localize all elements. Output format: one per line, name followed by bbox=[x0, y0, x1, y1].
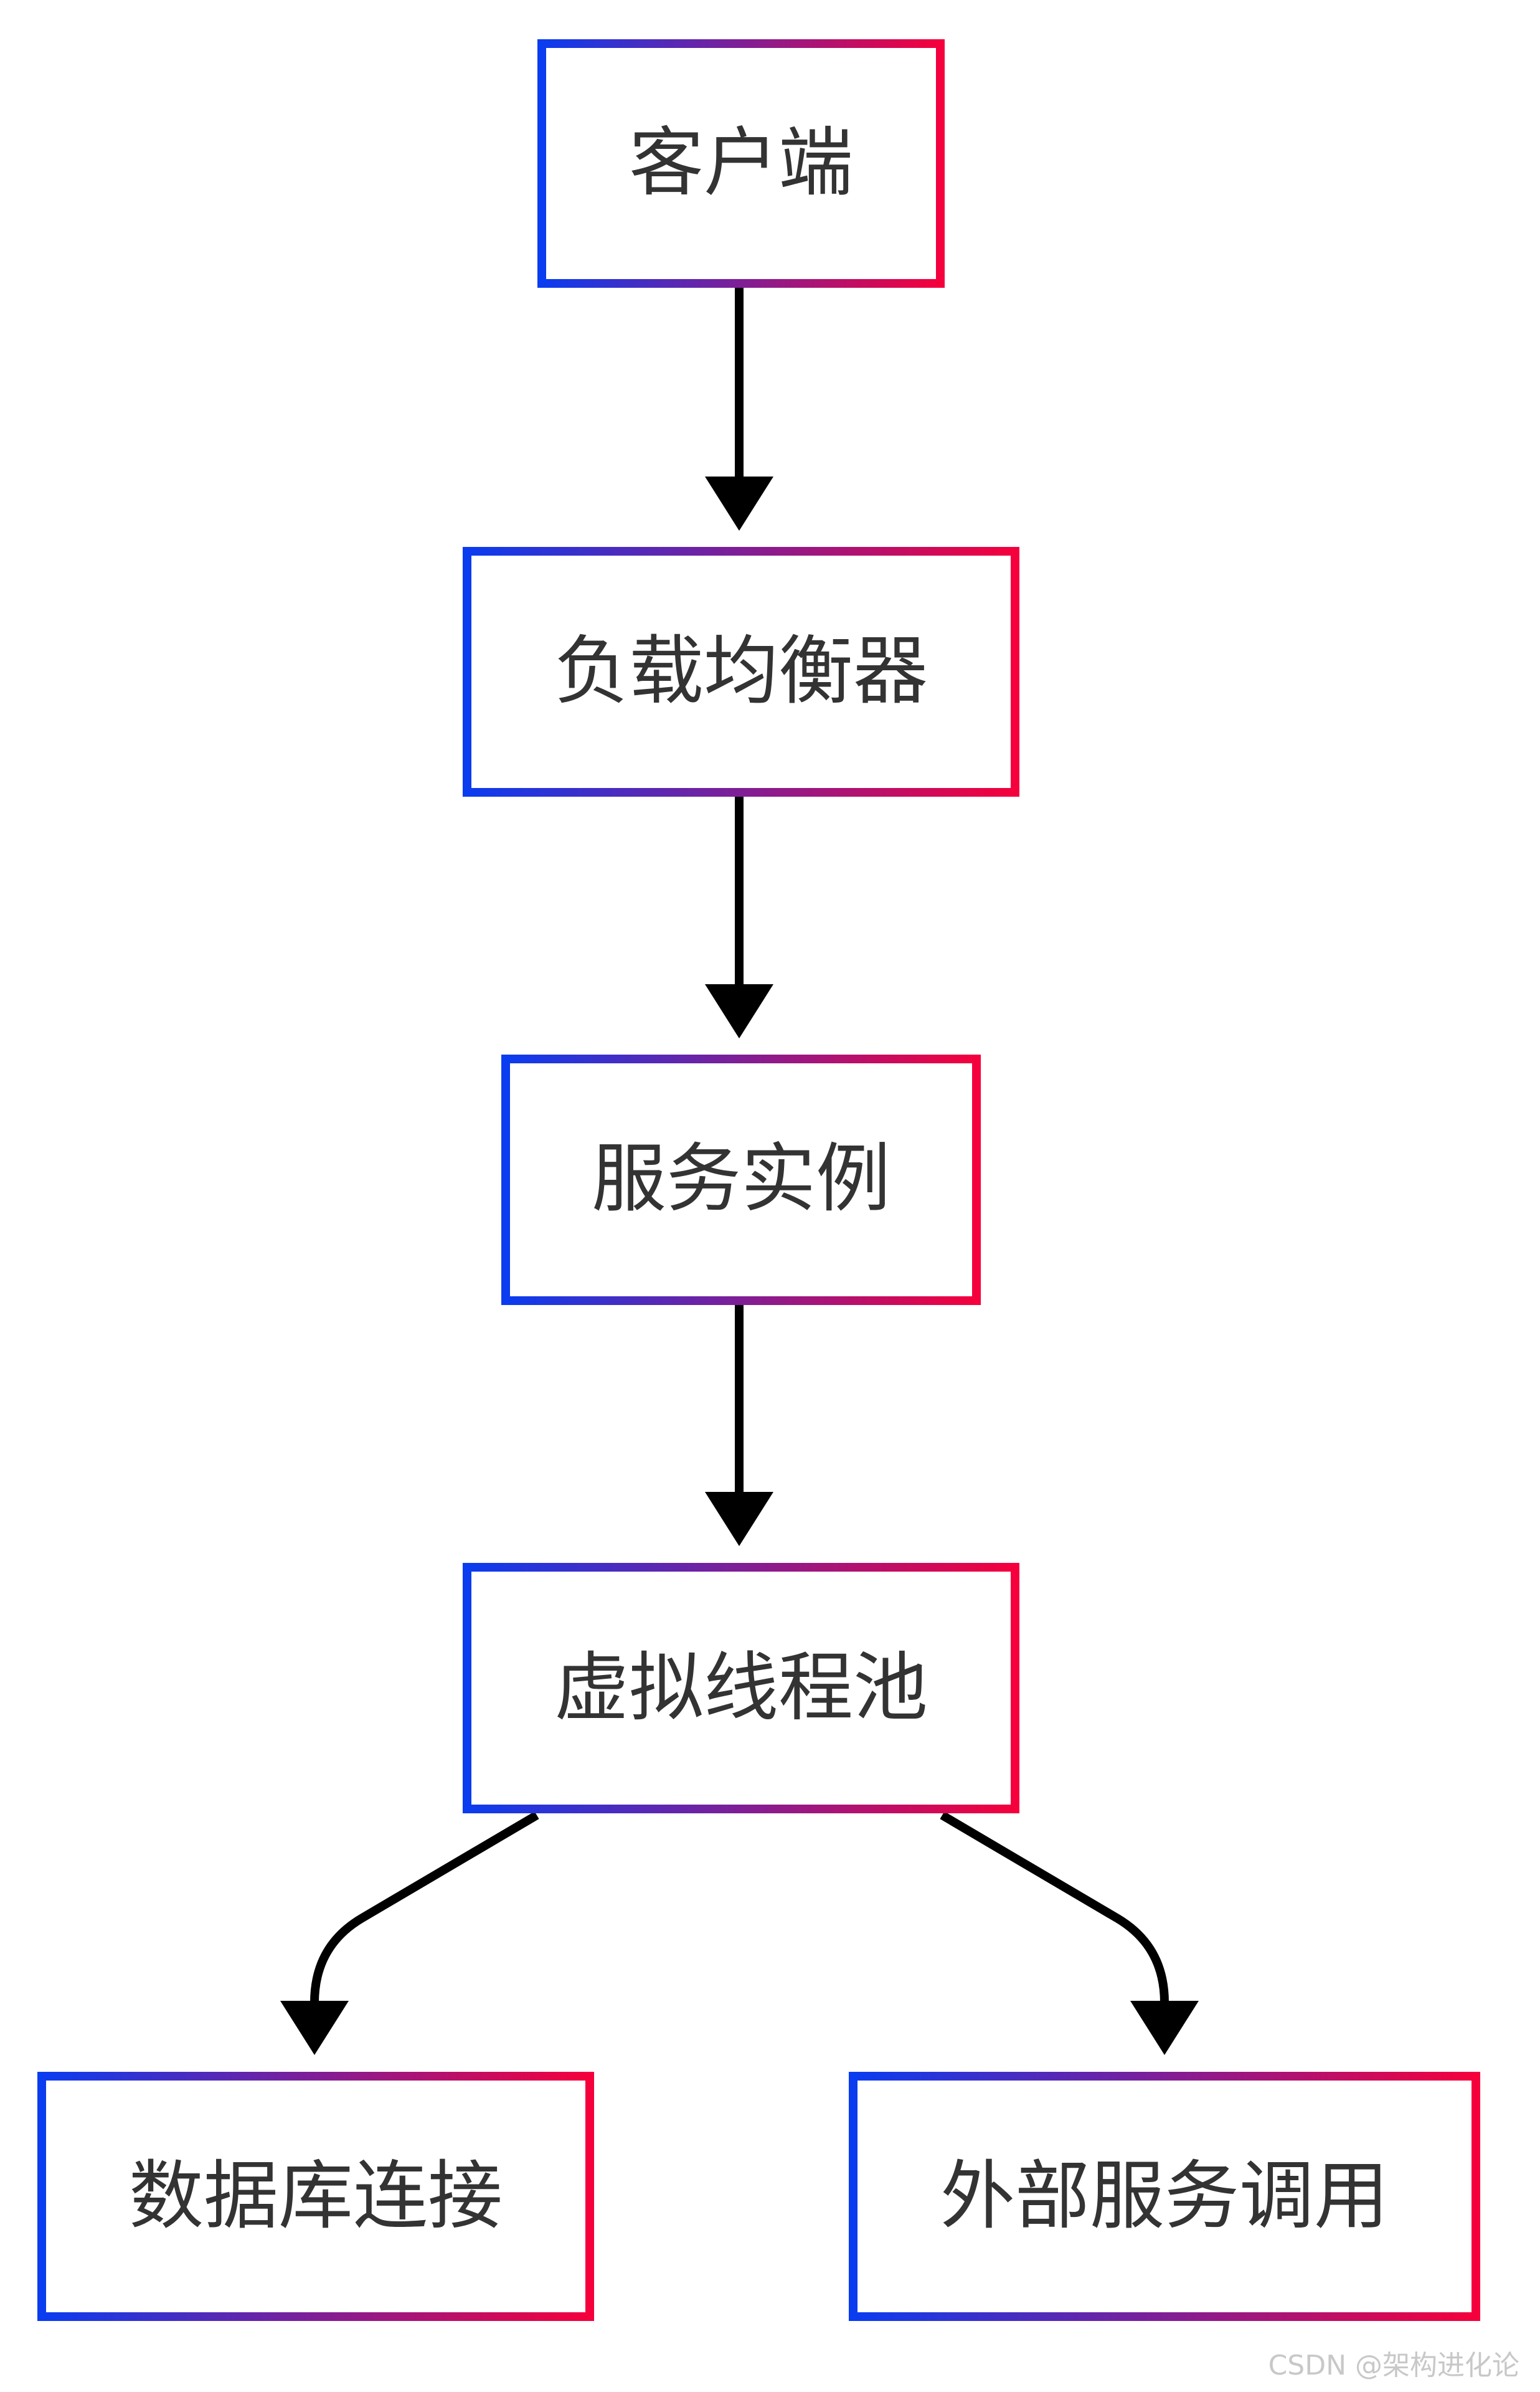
arrowhead-icon bbox=[705, 1492, 773, 1546]
node-virtual-thread-pool-box bbox=[463, 1563, 1019, 1813]
node-database-connection-box bbox=[37, 2072, 594, 2321]
node-load-balancer-label: 负载均衡器 bbox=[554, 629, 928, 715]
node-client-box bbox=[537, 39, 945, 288]
edge-load-balancer-to-service-instance bbox=[705, 795, 773, 1038]
nodes: 客户端 负载均衡器 服务实例 虚拟线程池 数据库连接 外部服务调用 bbox=[37, 39, 1480, 2321]
node-load-balancer-box bbox=[463, 547, 1019, 797]
node-load-balancer[interactable]: 负载均衡器 bbox=[463, 547, 1019, 797]
arrowhead-icon bbox=[705, 477, 773, 531]
node-virtual-thread-pool[interactable]: 虚拟线程池 bbox=[463, 1563, 1019, 1813]
node-virtual-thread-pool-label: 虚拟线程池 bbox=[554, 1645, 928, 1732]
watermark-text: CSDN @架构进化论 bbox=[1268, 2350, 1519, 2381]
edge-virtual-thread-pool-to-external-service-call bbox=[940, 1811, 1199, 2055]
node-database-connection[interactable]: 数据库连接 bbox=[37, 2072, 594, 2321]
node-client-label: 客户端 bbox=[629, 120, 853, 207]
node-service-instance-label: 服务实例 bbox=[592, 1136, 890, 1223]
node-client[interactable]: 客户端 bbox=[537, 39, 945, 288]
node-external-service-call-box bbox=[849, 2072, 1480, 2321]
arrowhead-icon bbox=[1130, 2001, 1199, 2055]
node-external-service-call[interactable]: 外部服务调用 bbox=[849, 2072, 1480, 2321]
node-service-instance[interactable]: 服务实例 bbox=[501, 1055, 981, 1305]
arrowhead-icon bbox=[280, 2001, 349, 2055]
edge-client-to-load-balancer bbox=[705, 285, 773, 531]
node-service-instance-box bbox=[501, 1055, 981, 1305]
edges bbox=[280, 285, 1199, 2055]
arrowhead-icon bbox=[705, 984, 773, 1038]
node-external-service-call-label: 外部服务调用 bbox=[940, 2153, 1389, 2240]
node-database-connection-label: 数据库连接 bbox=[129, 2153, 503, 2240]
edge-service-instance-to-virtual-thread-pool bbox=[705, 1304, 773, 1546]
edge-virtual-thread-pool-to-database-connection bbox=[280, 1811, 539, 2055]
